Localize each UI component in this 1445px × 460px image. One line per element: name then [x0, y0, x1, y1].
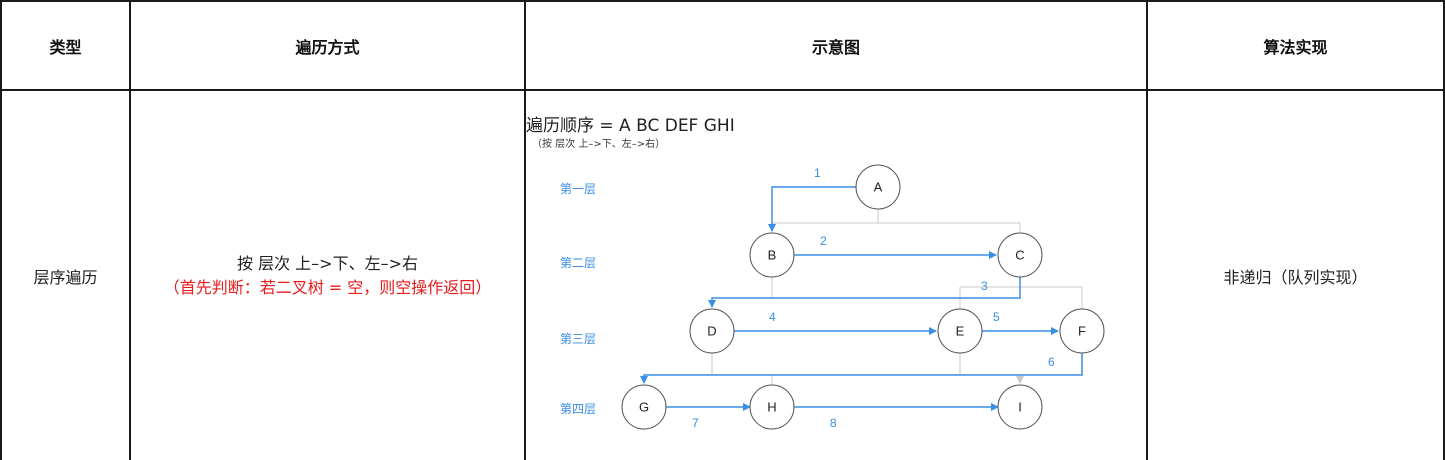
- edge-d-children: [644, 353, 773, 385]
- step-label-7: 7: [692, 416, 699, 430]
- cell-diagram: 遍历顺序 = A BC DEF GHI （按 层次 上–>下、左–>右）: [526, 91, 1146, 460]
- traversal-arrows: [640, 186, 1083, 411]
- cell-type: 层序遍历: [33, 267, 98, 287]
- level-order-tree: 1 2 3 4 5 6 7 8 第一层 第二层 第三层 第四层: [560, 164, 1105, 430]
- node-e: [937, 308, 983, 354]
- method-precondition: （首先判断：若二叉树 = 空，则空操作返回）: [163, 277, 492, 297]
- node-f: [1059, 308, 1105, 354]
- header-diagram: 示意图: [811, 37, 860, 57]
- edge-e-down: [959, 353, 1020, 376]
- cell-impl: 非递归（队列实现）: [1223, 267, 1368, 287]
- traversal-order-subtitle: （按 层次 上–>下、左–>右）: [532, 139, 666, 150]
- header-method: 遍历方式: [295, 37, 360, 57]
- column-divider-3: [1146, 0, 1148, 460]
- level-label-2: 第二层: [560, 256, 596, 270]
- step-label-5: 5: [993, 310, 1000, 324]
- node-label-h: H: [767, 400, 776, 415]
- column-divider-2: [524, 0, 526, 460]
- header-type: 类型: [49, 37, 82, 57]
- step-label-8: 8: [830, 416, 837, 430]
- node-g: [621, 384, 667, 430]
- header-divider: [0, 89, 1445, 91]
- table-border-top: [0, 0, 1445, 2]
- node-label-f: F: [1078, 324, 1086, 339]
- node-c: [997, 232, 1043, 278]
- column-divider-1: [129, 0, 131, 460]
- level-label-1: 第一层: [560, 182, 596, 196]
- node-label-a: A: [874, 180, 883, 195]
- node-b: [749, 232, 795, 278]
- node-label-b: B: [768, 248, 777, 263]
- table-border-right: [1443, 0, 1445, 460]
- node-label-g: G: [639, 400, 649, 415]
- level-label-4: 第四层: [560, 402, 596, 416]
- node-label-e: E: [956, 324, 965, 339]
- edge-a-children: [771, 210, 1021, 233]
- method-rule: 按 层次 上–>下、左–>右: [237, 253, 418, 273]
- edge-c-children: [959, 277, 1083, 309]
- table-border-left: [0, 0, 2, 460]
- node-label-c: C: [1015, 248, 1024, 263]
- arrow-step-6: [640, 353, 1083, 384]
- node-a: [855, 164, 901, 210]
- level-label-3: 第三层: [560, 332, 596, 346]
- node-d: [689, 308, 735, 354]
- node-label-i: I: [1018, 400, 1022, 415]
- header-impl: 算法实现: [1263, 37, 1328, 57]
- node-i: [997, 384, 1043, 430]
- step-label-6: 6: [1048, 355, 1055, 369]
- step-label-3: 3: [981, 279, 988, 293]
- node-label-d: D: [707, 324, 716, 339]
- step-label-2: 2: [820, 234, 827, 248]
- cell-method: 按 层次 上–>下、左–>右 （首先判断：若二叉树 = 空，则空操作返回）: [131, 91, 524, 460]
- traversal-order-title: 遍历顺序 = A BC DEF GHI: [526, 116, 735, 136]
- arrow-step-1: [768, 186, 856, 232]
- step-label-4: 4: [769, 310, 776, 324]
- step-label-1: 1: [814, 166, 821, 180]
- node-h: [749, 384, 795, 430]
- arrow-step-3: [708, 277, 1021, 308]
